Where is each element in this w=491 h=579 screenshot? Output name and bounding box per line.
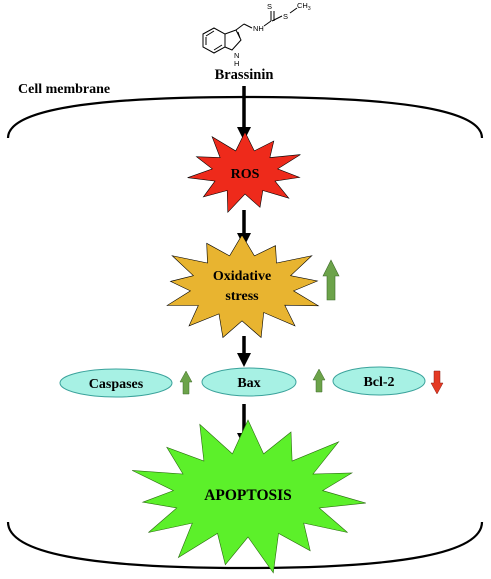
caspases-ellipse [59,368,173,398]
brassinin-structure [202,7,298,54]
stress-up-arrow [322,259,340,301]
bcl2-ellipse [332,366,426,396]
protein-caspases: Caspases [59,368,173,398]
bax-up-arrow [312,368,326,393]
amine-nh: NH [253,24,264,33]
indole-h: H [234,59,239,68]
bcl2-down-arrow [430,370,444,395]
bax-label: Bax [237,376,260,391]
oxidative-stress-label-line2: stress [225,289,259,304]
compound-name: Brassinin [215,67,274,83]
sulfur-atom-2: S [283,12,288,21]
caspases-up-arrow [179,370,193,395]
caspases-label: Caspases [89,377,144,392]
oxidative-stress-label-line1: Oxidative [213,269,271,284]
apoptosis-starburst [131,419,366,574]
sulfur-atom-1: S [267,2,272,11]
bax-ellipse [201,367,297,397]
indole-n: N [234,51,239,60]
methyl-group: CH3 [297,1,311,12]
protein-bcl2: Bcl-2 [332,366,426,396]
ros-starburst [187,131,301,214]
bcl2-label: Bcl-2 [363,375,394,390]
ros-label: ROS [231,167,260,182]
protein-bax: Bax [201,367,297,397]
apoptosis-label: APOPTOSIS [204,487,292,504]
membrane-label: Cell membrane [18,82,110,97]
oxidative-stress-starburst [166,234,320,339]
membrane-bottom-arc [6,521,484,570]
